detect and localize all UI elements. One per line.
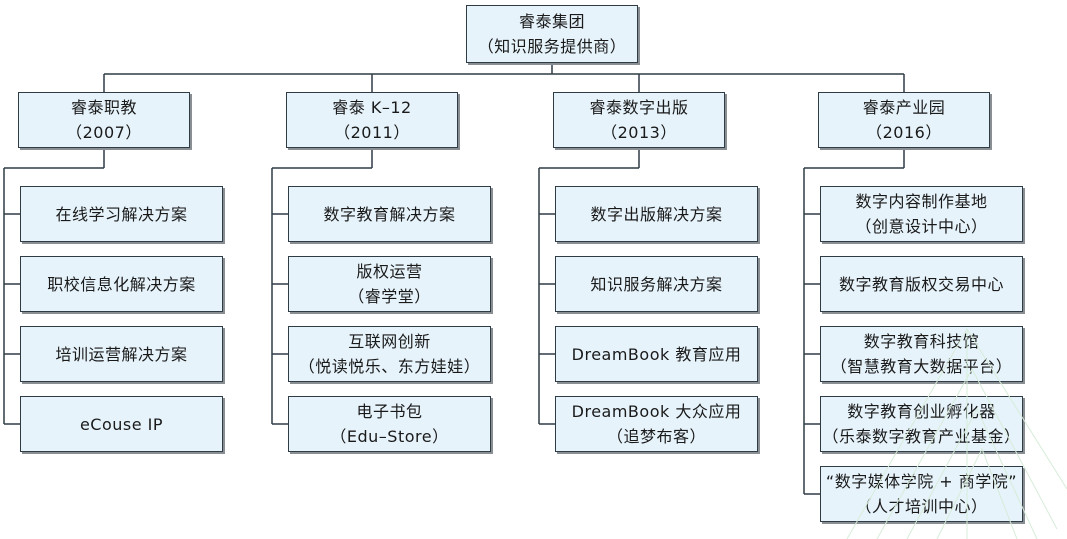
leaf-node: eCouse IP [20, 396, 223, 452]
leaf-title: DreamBook 大众应用 [571, 402, 742, 421]
branch-title: 睿泰职教 [70, 98, 137, 117]
branch-subtitle: （2011） [334, 123, 410, 142]
branch-subtitle: （2016） [866, 123, 942, 142]
watermark-deco [846, 328, 1067, 539]
leaf-title: 数字教育科技馆 [863, 332, 980, 351]
leaf-title: 培训运营解决方案 [55, 344, 188, 364]
leaf-node: 在线学习解决方案 [20, 186, 223, 242]
leaf-subtitle: （乐泰数字教育产业基金） [822, 427, 1021, 446]
branch-node: 睿泰职教 （2007） [18, 92, 190, 148]
leaf-title: 数字教育创业孵化器 [847, 402, 996, 421]
branch-node: 睿泰 K–12 （2011） [286, 92, 458, 148]
leaf-title: 数字出版解决方案 [590, 204, 723, 224]
leaf-title: 版权运营 [356, 262, 423, 281]
leaf-subtitle: （Edu–Store） [330, 427, 449, 446]
root-node: 睿泰集团 （知识服务提供商） [466, 5, 638, 63]
leaf-node: 数字教育科技馆 （智慧教育大数据平台） [820, 326, 1023, 382]
leaf-node: 数字教育版权交易中心 [820, 256, 1023, 312]
leaf-subtitle: （悦读悦乐、东方娃娃） [298, 357, 481, 376]
leaf-title: DreamBook 教育应用 [571, 344, 742, 364]
leaf-title: 数字教育版权交易中心 [838, 274, 1004, 294]
leaf-node: 数字教育解决方案 [288, 186, 491, 242]
leaf-subtitle: （人才培训中心） [855, 497, 988, 516]
leaf-title: 互联网创新 [348, 332, 431, 351]
leaf-node: DreamBook 大众应用 （追梦布客） [555, 396, 758, 452]
branch-title: 睿泰产业园 [862, 98, 946, 117]
leaf-node: 数字内容制作基地 （创意设计中心） [820, 186, 1023, 242]
root-title: 睿泰集团 [518, 12, 585, 31]
leaf-node: 互联网创新 （悦读悦乐、东方娃娃） [288, 326, 491, 382]
leaf-title: 知识服务解决方案 [590, 274, 723, 294]
branch-node: 睿泰数字出版 （2013） [553, 92, 725, 148]
branch-title: 睿泰数字出版 [589, 98, 689, 117]
root-subtitle: （知识服务提供商） [477, 37, 627, 56]
leaf-title: 在线学习解决方案 [55, 204, 188, 224]
leaf-node: 数字出版解决方案 [555, 186, 758, 242]
leaf-subtitle: （智慧教育大数据平台） [830, 357, 1013, 376]
leaf-subtitle: （睿学堂） [348, 287, 431, 306]
branch-node: 睿泰产业园 （2016） [818, 92, 990, 148]
leaf-node: 知识服务解决方案 [555, 256, 758, 312]
leaf-node: 版权运营 （睿学堂） [288, 256, 491, 312]
leaf-title: 职校信息化解决方案 [47, 274, 196, 294]
leaf-node: 培训运营解决方案 [20, 326, 223, 382]
leaf-node: DreamBook 教育应用 [555, 326, 758, 382]
branch-subtitle: （2013） [601, 123, 677, 142]
leaf-subtitle: （创意设计中心） [855, 217, 988, 236]
branch-subtitle: （2007） [66, 123, 142, 142]
leaf-node: 数字教育创业孵化器 （乐泰数字教育产业基金） [820, 396, 1023, 452]
leaf-node: 电子书包 （Edu–Store） [288, 396, 491, 452]
leaf-title: 电子书包 [356, 402, 423, 421]
leaf-title: 数字教育解决方案 [323, 204, 456, 224]
leaf-title: “数字媒体学院 + 商学院” [825, 472, 1018, 491]
leaf-subtitle: （追梦布客） [606, 427, 706, 446]
leaf-title: eCouse IP [79, 414, 164, 434]
leaf-title: 数字内容制作基地 [855, 192, 988, 211]
branch-title: 睿泰 K–12 [332, 98, 412, 117]
leaf-node: 职校信息化解决方案 [20, 256, 223, 312]
